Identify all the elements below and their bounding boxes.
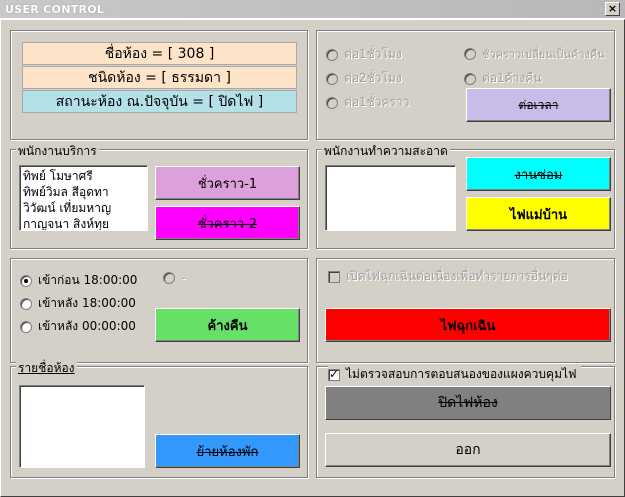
- extend-time-button-label: ต่อเวลา: [518, 97, 559, 112]
- repair-button-label: งานซ่อม: [514, 167, 563, 183]
- temp2-button-label: ชั่วคราว-2: [197, 216, 258, 232]
- radio-extend-1temp[interactable]: ต่อ1ชั่วคราว: [326, 93, 409, 112]
- move-room-button[interactable]: ย้ายห้องพัก: [155, 434, 300, 468]
- service-staff-label: พนักงานบริการ: [16, 142, 99, 161]
- cleaning-staff-frame: พนักงานทำความสะอาด งานซ่อม ไฟแม่บ้าน: [316, 142, 615, 249]
- window-title: USER CONTROL: [5, 3, 105, 16]
- temp1-button[interactable]: ชั่วคราว-1: [155, 166, 300, 200]
- room-status-label: สถานะห้อง ณ.ปัจจุบัน = [ ปิดไฟ ]: [22, 90, 297, 113]
- room-list[interactable]: [19, 385, 145, 468]
- radio-temp-to-overnight-label: ชั่วคราวเปลี่ยนเป็นค้างคืน: [482, 48, 605, 61]
- maid-light-button-label: ไฟแม่บ้าน: [509, 207, 568, 223]
- control-frame: ไม่ตรวจสอบการตอบสนองของแผงควบคุมไฟ ปิดไฟ…: [316, 365, 615, 478]
- window-body: ชื่อห้อง = [ 308 ] ชนิดห้อง = [ ธรรมดา ]…: [0, 19, 625, 497]
- skip-response-check-checkbox-control[interactable]: [328, 367, 340, 381]
- emergency-frame: เปิดไฟฉุกเฉินต่อเนื่องเพื่อทำรายการอื่นๆ…: [316, 258, 615, 363]
- room-list-label: รายชื่อห้อง: [16, 359, 77, 378]
- radio-dash[interactable]: -: [163, 271, 185, 285]
- cleaning-staff-label: พนักงานทำความสะอาด: [322, 142, 450, 161]
- service-staff-list[interactable]: ทิพย์ โมษาศรี ทิพย์วิมล สีอุดทา วิวัฒน์ …: [19, 165, 148, 231]
- temp1-button-label: ชั่วคราว-1: [197, 176, 258, 192]
- service-staff-frame: พนักงานบริการ ทิพย์ โมษาศรี ทิพย์วิมล สี…: [10, 142, 308, 249]
- radio-before-18-label: เข้าก่อน 18:00:00: [38, 273, 138, 287]
- continuous-emergency-checkbox[interactable]: เปิดไฟฉุกเฉินต่อเนื่องเพื่อทำรายการอื่นๆ…: [328, 267, 568, 286]
- radio-after-18-label: เข้าหลัง 18:00:00: [38, 296, 136, 310]
- overnight-button-label: ค้างคืน: [207, 318, 248, 334]
- temp2-button[interactable]: ชั่วคราว-2: [155, 206, 300, 240]
- radio-extend-2hr-control[interactable]: [326, 72, 338, 85]
- radio-extend-2hr-label: ต่อ2ชั่วโมง: [344, 71, 402, 85]
- radio-after-00-control[interactable]: [20, 320, 32, 333]
- room-type-label: ชนิดห้อง = [ ธรรมดา ]: [22, 66, 297, 89]
- lights-off-button[interactable]: ปิดไฟห้อง: [325, 386, 611, 420]
- continuous-emergency-checkbox-label: เปิดไฟฉุกเฉินต่อเนื่องเพื่อทำรายการอื่นๆ…: [346, 269, 568, 283]
- close-icon[interactable]: ×: [605, 2, 620, 16]
- continuous-emergency-checkbox-control[interactable]: [328, 270, 340, 283]
- radio-extend-1night[interactable]: ต่อ1ค้างคืน: [464, 69, 542, 88]
- radio-after-18[interactable]: เข้าหลัง 18:00:00: [20, 294, 136, 313]
- radio-extend-1temp-control[interactable]: [326, 96, 338, 109]
- radio-after-18-control[interactable]: [20, 297, 32, 310]
- radio-after-00-label: เข้าหลัง 00:00:00: [38, 319, 136, 333]
- list-item[interactable]: ทิพย์ โมษาศรี: [23, 169, 93, 183]
- exit-button[interactable]: ออก: [325, 433, 611, 467]
- extend-time-button[interactable]: ต่อเวลา: [466, 88, 611, 122]
- title-bar: USER CONTROL ×: [0, 0, 625, 19]
- radio-before-18[interactable]: เข้าก่อน 18:00:00: [20, 271, 137, 290]
- skip-response-check-checkbox[interactable]: ไม่ตรวจสอบการตอบสนองของแผงควบคุมไฟ: [328, 365, 581, 384]
- radio-dash-control[interactable]: [163, 272, 175, 284]
- lights-off-button-label: ปิดไฟห้อง: [438, 395, 498, 411]
- cleaning-staff-list[interactable]: [325, 165, 456, 231]
- room-info-frame: ชื่อห้อง = [ 308 ] ชนิดห้อง = [ ธรรมดา ]…: [10, 30, 308, 140]
- list-item[interactable]: วิวัฒน์ เที่ยมหาญ: [23, 201, 112, 215]
- emergency-light-button[interactable]: ไฟฉุกเฉิน: [325, 308, 611, 342]
- repair-button[interactable]: งานซ่อม: [466, 157, 611, 191]
- overnight-button[interactable]: ค้างคืน: [155, 308, 300, 342]
- exit-button-label: ออก: [455, 442, 481, 458]
- room-list-frame: รายชื่อห้อง ย้ายห้องพัก: [10, 359, 308, 478]
- room-name-label: ชื่อห้อง = [ 308 ]: [22, 42, 297, 65]
- move-room-button-label: ย้ายห้องพัก: [196, 444, 259, 460]
- overnight-frame: เข้าก่อน 18:00:00 เข้าหลัง 18:00:00 เข้า…: [10, 258, 308, 363]
- list-item[interactable]: ทิพย์วิมล สีอุดทา: [23, 185, 109, 199]
- radio-temp-to-overnight[interactable]: ชั่วคราวเปลี่ยนเป็นค้างคืน: [464, 45, 605, 63]
- skip-response-check-checkbox-label: ไม่ตรวจสอบการตอบสนองของแผงควบคุมไฟ: [346, 367, 577, 381]
- radio-extend-1hr-label: ต่อ1ชั่วโมง: [344, 47, 402, 61]
- extend-time-frame: ต่อ1ชั่วโมง ต่อ2ชั่วโมง ต่อ1ชั่วคราว ชั่…: [316, 30, 615, 140]
- radio-extend-1hr-control[interactable]: [326, 48, 338, 61]
- radio-dash-label: -: [181, 271, 186, 285]
- radio-extend-1temp-label: ต่อ1ชั่วคราว: [344, 95, 410, 109]
- radio-before-18-control[interactable]: [20, 274, 32, 287]
- radio-extend-1hr[interactable]: ต่อ1ชั่วโมง: [326, 45, 402, 64]
- radio-temp-to-overnight-control[interactable]: [464, 48, 476, 60]
- maid-light-button[interactable]: ไฟแม่บ้าน: [466, 197, 611, 231]
- emergency-light-button-label: ไฟฉุกเฉิน: [440, 318, 496, 334]
- radio-extend-2hr[interactable]: ต่อ2ชั่วโมง: [326, 69, 402, 88]
- radio-extend-1night-control[interactable]: [464, 72, 476, 85]
- radio-after-00[interactable]: เข้าหลัง 00:00:00: [20, 317, 136, 336]
- list-item[interactable]: กาญจนา สิงห์ทุย: [23, 217, 110, 231]
- radio-extend-1night-label: ต่อ1ค้างคืน: [482, 71, 542, 85]
